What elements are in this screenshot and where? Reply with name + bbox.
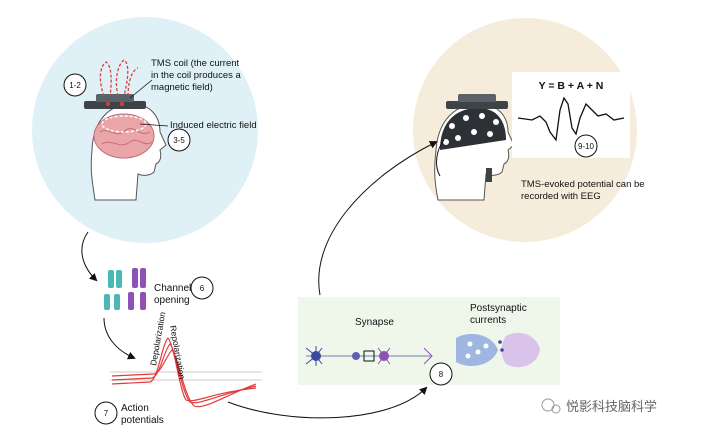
depolarization-label: Depolarization bbox=[148, 311, 167, 367]
step-badge-3-5-text: 3-5 bbox=[173, 136, 185, 145]
ion-channels bbox=[104, 268, 146, 310]
arrow-channel-to-ap bbox=[103, 317, 136, 360]
coil-label-line1: TMS coil (the current bbox=[151, 58, 240, 69]
coil-pointer bbox=[129, 79, 153, 99]
ap-trace-2 bbox=[111, 343, 257, 404]
step-badge-9-10-text: 9-10 bbox=[578, 142, 595, 151]
step-badge-9-10: 9-10 bbox=[574, 134, 598, 158]
eeg-equation: Y = B + A + N bbox=[539, 80, 604, 92]
neuron-chain bbox=[305, 346, 433, 366]
postsynaptic-label-line1: Postsynaptic bbox=[470, 303, 527, 314]
synaptic-terminal bbox=[456, 332, 540, 368]
postsynaptic-label-line2: currents bbox=[470, 315, 506, 326]
ap-trace-3 bbox=[111, 349, 257, 408]
channel-label-line2: opening bbox=[154, 295, 190, 306]
step-badge-1-2: 1-2 bbox=[63, 73, 87, 97]
step-badge-8-text: 8 bbox=[439, 370, 444, 379]
eeg-caption-line1: TMS-evoked potential can be bbox=[521, 179, 645, 190]
ap-trace-1 bbox=[111, 337, 257, 402]
step-badge-6-text: 6 bbox=[200, 284, 205, 293]
ap-label-line2: potentials bbox=[121, 415, 164, 426]
step-badge-7-text: 7 bbox=[104, 409, 109, 418]
step-badge-8: 8 bbox=[429, 362, 453, 386]
eeg-caption-line2: recorded with EEG bbox=[521, 191, 601, 202]
ap-label-line1: Action bbox=[121, 403, 149, 414]
step-badge-6: 6 bbox=[190, 276, 214, 300]
channel-label-line1: Channel bbox=[154, 283, 191, 294]
arrow-synapse-to-eeg bbox=[318, 141, 438, 296]
step-badge-1-2-text: 1-2 bbox=[69, 81, 81, 90]
field-pointer bbox=[139, 123, 169, 127]
step-badge-7: 7 bbox=[94, 401, 118, 425]
step-badge-3-5: 3-5 bbox=[167, 128, 191, 152]
arrow-tms-to-channel bbox=[81, 231, 98, 282]
synapse-label: Synapse bbox=[355, 317, 394, 328]
eeg-head-illustration bbox=[434, 94, 515, 201]
field-label: Induced electric field bbox=[170, 120, 257, 131]
coil-label-line3: magnetic field) bbox=[151, 82, 213, 93]
eeg-trace bbox=[517, 96, 625, 142]
watermark: 悦影科技脑科学 bbox=[541, 398, 657, 414]
watermark-text: 悦影科技脑科学 bbox=[566, 399, 657, 414]
coil-label-line2: in the coil produces a bbox=[151, 70, 241, 81]
eeg-signal-box bbox=[512, 72, 630, 158]
tms-head-illustration bbox=[84, 59, 167, 201]
arrow-ap-to-synapse bbox=[227, 386, 428, 419]
